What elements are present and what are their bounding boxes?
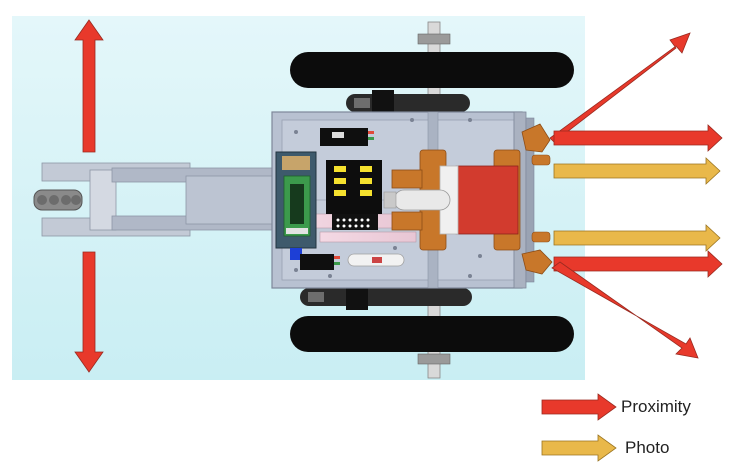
photo-arrow-upper: [553, 157, 721, 185]
belt-bottom: [300, 284, 472, 310]
wheel-top: [290, 52, 574, 88]
motor-assembly: [383, 149, 521, 251]
legend-proximity-arrow-icon: [541, 393, 617, 421]
proximity-arrow-lower-horizontal: [553, 250, 723, 278]
sensor-mount-bottom: [521, 231, 553, 275]
proximity-arrow-diagonal-up: [549, 32, 691, 143]
arrow-up: [74, 19, 104, 153]
legend-proximity-label: Proximity: [621, 397, 691, 416]
sensor-mount-top: [521, 123, 551, 166]
controller-board: [275, 151, 317, 249]
chain-roller: [33, 189, 83, 211]
keypad-module: [326, 160, 382, 230]
photo-arrow-lower: [553, 224, 721, 252]
wheel-bottom: [290, 316, 574, 352]
legend-photo-label: Photo: [625, 438, 670, 457]
arrow-down: [74, 251, 104, 373]
arm-assembly: [41, 162, 279, 237]
belt-top: [346, 90, 470, 116]
proximity-arrow-upper-horizontal: [553, 124, 723, 152]
legend-photo-arrow-icon: [541, 434, 617, 462]
module-top: [320, 128, 374, 146]
proximity-arrow-diagonal-down: [551, 261, 699, 359]
module-bottom: [290, 248, 340, 270]
